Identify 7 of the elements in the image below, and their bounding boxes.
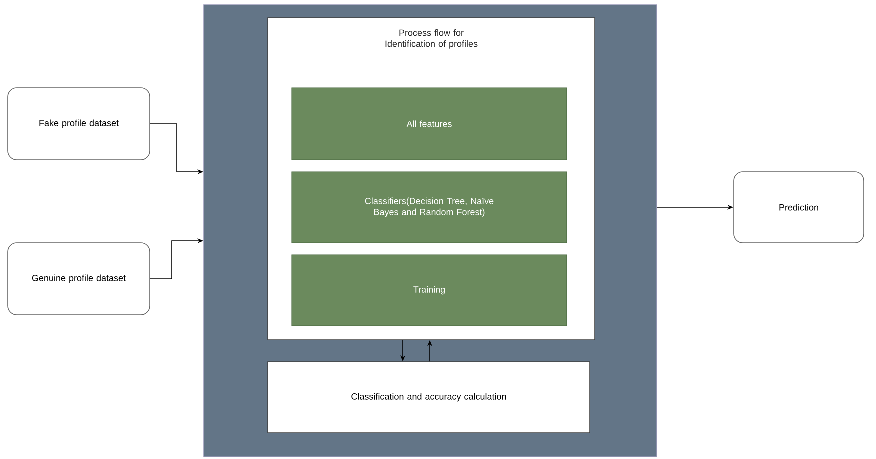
rounded-box: Fake profile dataset (8, 88, 150, 160)
rounded-box: Prediction (734, 172, 864, 244)
process-box: Classifiers(Decision Tree, Naïve Bayes and Random Forest) (292, 172, 568, 244)
process-box: Training (292, 254, 568, 326)
process-box: All features (292, 88, 568, 160)
process-box: Classification and accuracy calculation (268, 362, 590, 434)
rounded-box: Genuine profile dataset (8, 242, 150, 316)
